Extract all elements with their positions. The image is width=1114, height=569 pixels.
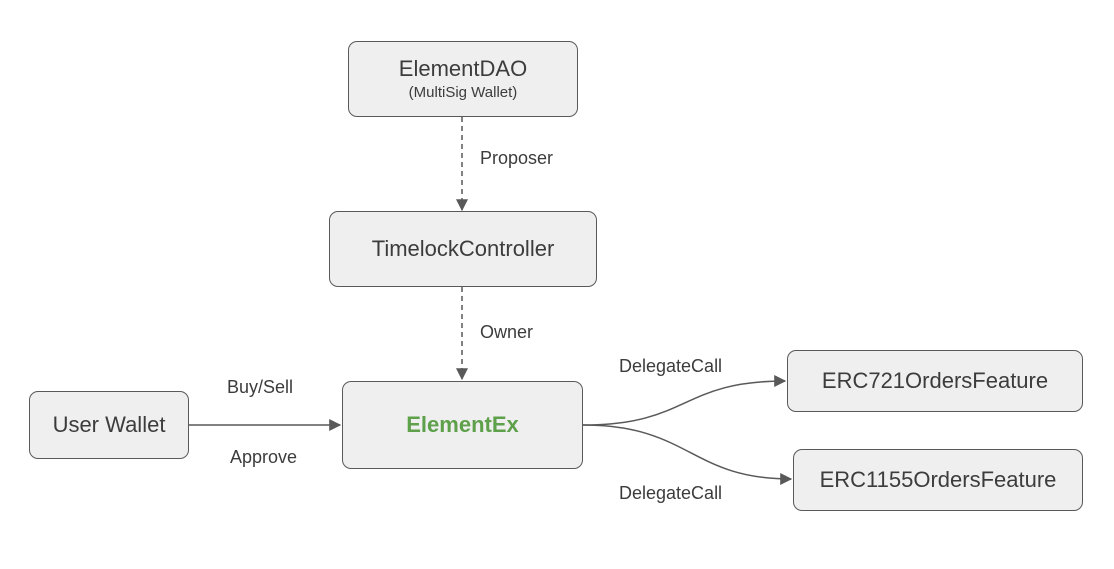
timelock-controller-title: TimelockController — [371, 236, 555, 262]
owner-label: Owner — [480, 322, 534, 342]
approve-label: Approve — [230, 447, 298, 467]
element-dao-subtitle: (MultiSig Wallet) — [408, 83, 518, 101]
element-dao-node[interactable]: ElementDAO (MultiSig Wallet) — [348, 41, 578, 117]
erc1155-orders-feature-node[interactable]: ERC1155OrdersFeature — [793, 449, 1083, 511]
proposer-label: Proposer — [480, 148, 554, 168]
erc721-orders-feature-title: ERC721OrdersFeature — [821, 368, 1049, 394]
user-wallet-node[interactable]: User Wallet — [29, 391, 189, 459]
element-ex-title: ElementEx — [406, 412, 519, 438]
delegatecall-erc1155-label: DelegateCall — [619, 483, 723, 503]
timelock-controller-node[interactable]: TimelockController — [329, 211, 597, 287]
delegatecall-erc721-arrow — [582, 375, 787, 426]
delegatecall-erc721-label: DelegateCall — [619, 356, 723, 376]
user-wallet-title: User Wallet — [52, 412, 166, 438]
buy-sell-label: Buy/Sell — [227, 377, 294, 397]
erc1155-orders-feature-title: ERC1155OrdersFeature — [819, 467, 1057, 493]
erc721-orders-feature-node[interactable]: ERC721OrdersFeature — [787, 350, 1083, 412]
element-dao-title: ElementDAO — [398, 55, 528, 81]
element-ex-node[interactable]: ElementEx — [342, 381, 583, 469]
delegatecall-erc1155-arrow — [582, 424, 793, 485]
